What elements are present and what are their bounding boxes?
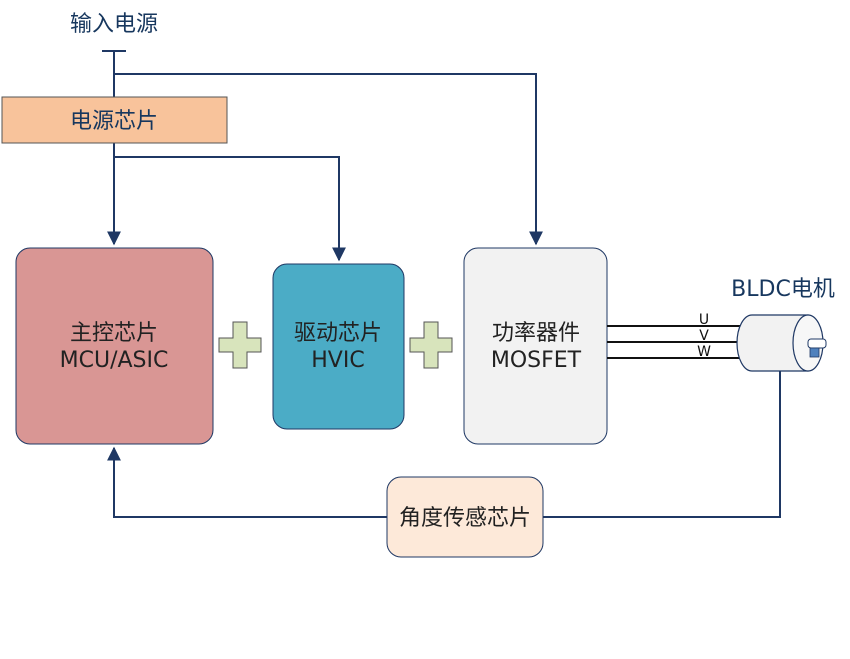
input-power-label: 输入电源 [70,12,158,37]
driver-label-en: HVIC [311,348,364,373]
plus-icon [218,321,262,369]
power-device-label-cn: 功率器件 [492,321,580,346]
connector-lines [107,51,781,518]
driver-box [272,263,405,430]
input-to-power-device-arrow [114,73,543,246]
angle-sensor-box [386,476,544,558]
mcu-label-en: MCU/ASIC [60,348,169,373]
bldc-motor-icon [736,314,827,372]
power-chip-box [1,96,228,144]
sensor-to-mcu-arrow [107,446,387,518]
power-chip-label: 电源芯片 [70,109,158,134]
angle-sensor-label: 角度传感芯片 [399,506,531,531]
mcu-label-cn: 主控芯片 [70,321,158,346]
power-device-box [463,247,608,445]
mcu-box [15,247,214,445]
driver-label-cn: 驱动芯片 [294,321,382,346]
phase-wires [607,325,744,359]
phase-label-u: U [699,312,709,328]
phase-label-w: W [697,344,711,360]
power-chip-to-driver-arrow [114,156,346,262]
phase-label-v: V [699,328,709,344]
plus-icon [409,321,453,369]
motor-to-sensor-line [543,370,781,518]
power-device-label-en: MOSFET [491,348,582,373]
motor-label: BLDC电机 [731,277,835,302]
